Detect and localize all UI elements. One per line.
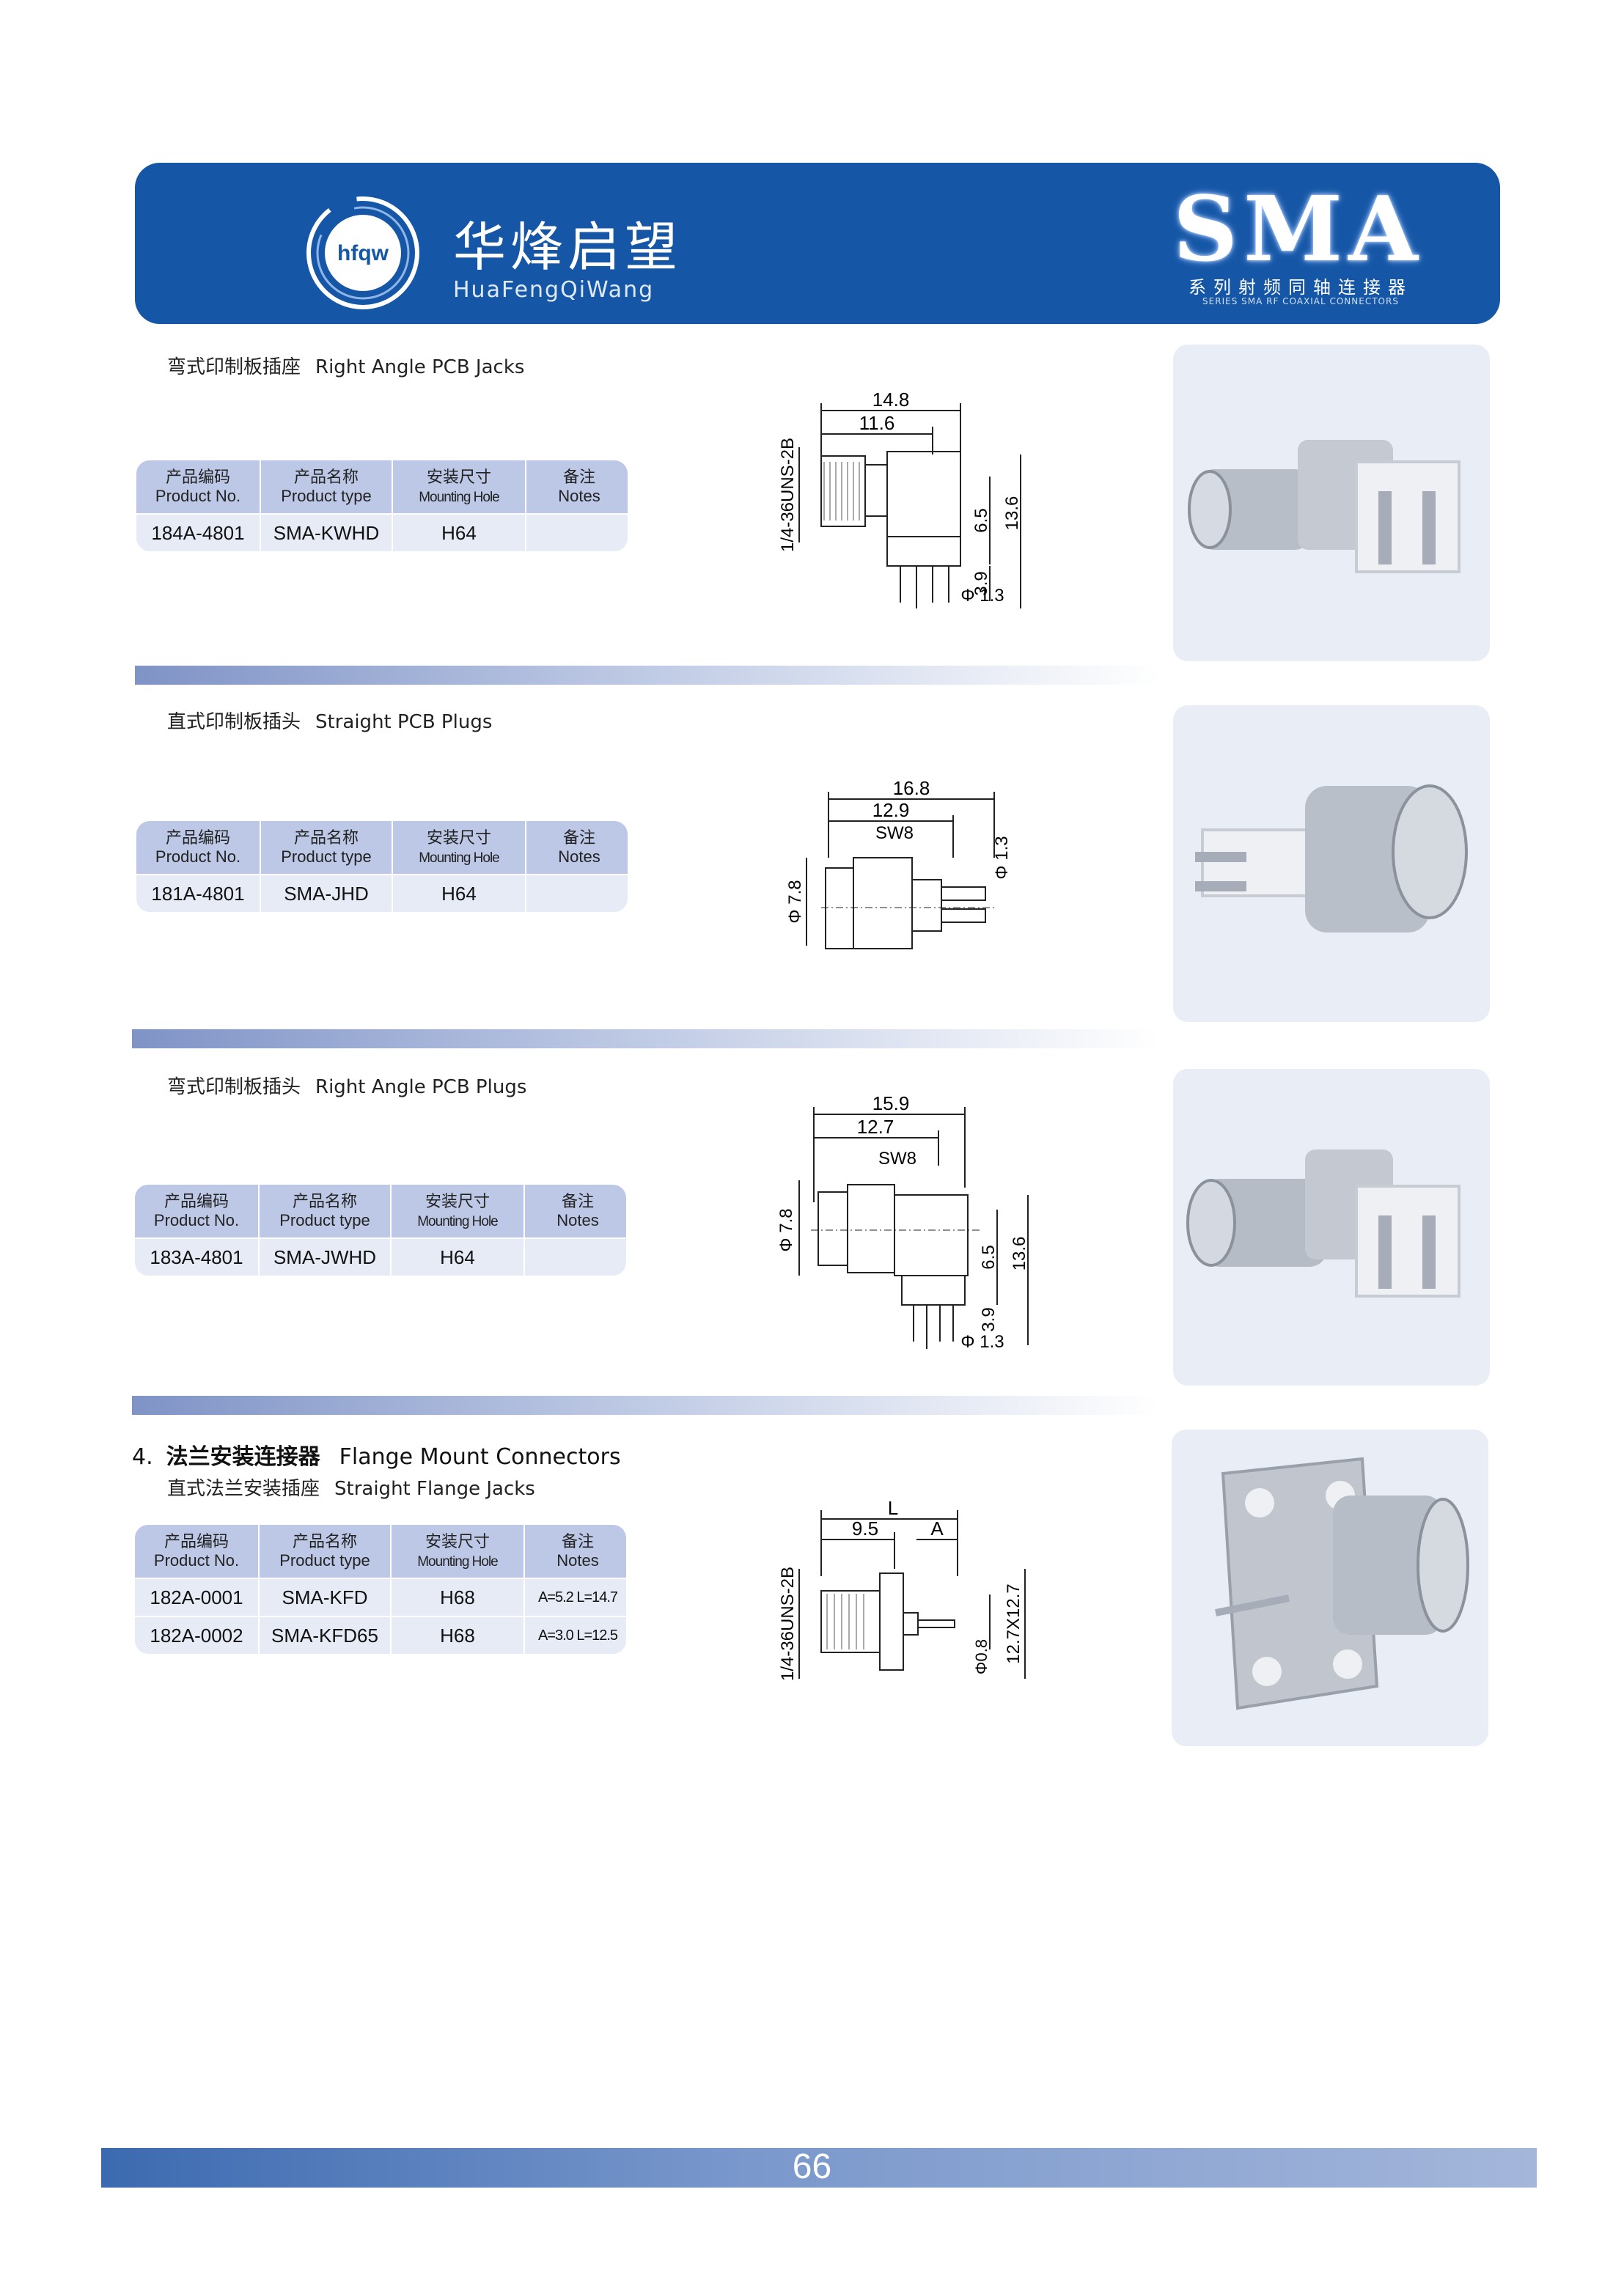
svg-text:16.8: 16.8 [893, 777, 930, 799]
dimension-drawing: 16.8 12.9 SW8 Φ 7.8 Φ 1.3 [785, 777, 1012, 949]
svg-text:Φ 1.3: Φ 1.3 [960, 1332, 1004, 1352]
svg-text:3.9: 3.9 [971, 571, 991, 595]
logo-text: hfqw [337, 241, 389, 265]
svg-text:SW8: SW8 [875, 823, 914, 843]
series-subtitle-cn: 系列射频同轴连接器 [1188, 277, 1413, 298]
svg-text:Φ 7.8: Φ 7.8 [785, 880, 805, 923]
company-logo: hfqw [306, 196, 419, 309]
svg-text:Φ 1.3: Φ 1.3 [992, 836, 1012, 879]
svg-text:1/4-36UNS-2B: 1/4-36UNS-2B [778, 438, 798, 552]
section-divider [132, 1029, 1158, 1048]
svg-text:9.5: 9.5 [852, 1518, 878, 1540]
section-divider [132, 1396, 1158, 1415]
product-photo [1173, 705, 1490, 1022]
series-title: SMA [1173, 176, 1424, 282]
section-title: 弯式印制板插座 Right Angle PCB Jacks [167, 352, 524, 379]
svg-text:12.7: 12.7 [857, 1116, 894, 1138]
table-row: 184A-4801 SMA-KWHD H64 [136, 513, 628, 551]
svg-text:15.9: 15.9 [872, 1092, 910, 1114]
dimension-drawing: 15.9 12.7 SW8 Φ 7.8 6.5 13.6 3.9 Φ 1.3 [776, 1092, 1029, 1352]
table-row: 183A-4801 SMA-JWHD H64 [135, 1237, 626, 1276]
svg-text:13.6: 13.6 [1002, 496, 1022, 531]
footer-bar [101, 2148, 1537, 2188]
brand-name-cn: 华烽启望 [453, 216, 683, 278]
table-row: 182A-0002 SMA-KFD65 H68 A=3.0 L=12.5 [135, 1616, 626, 1654]
svg-text:L: L [888, 1497, 898, 1519]
product-photo [1173, 1069, 1490, 1386]
svg-text:SW8: SW8 [878, 1149, 916, 1169]
svg-text:Φ 1.3: Φ 1.3 [960, 586, 1004, 606]
section-divider [135, 666, 1161, 685]
page-number: 66 [792, 2147, 832, 2186]
svg-text:13.6: 13.6 [1010, 1237, 1029, 1271]
brand-name-en: HuaFengQiWang [453, 277, 655, 303]
svg-text:Φ 7.8: Φ 7.8 [776, 1208, 796, 1251]
svg-text:A: A [930, 1518, 944, 1540]
section-title-cn: 弯式印制板插座 [167, 356, 301, 378]
svg-text:12.7X12.7: 12.7X12.7 [1004, 1583, 1024, 1663]
connector-illustration [1215, 1457, 1469, 1710]
series-subtitle-en: SERIES SMA RF COAXIAL CONNECTORS [1202, 296, 1399, 306]
svg-text:11.6: 11.6 [859, 412, 895, 434]
product-photo [1172, 1430, 1488, 1746]
svg-text:3.9: 3.9 [979, 1307, 999, 1331]
connector-illustration [1195, 784, 1468, 932]
table-row: 181A-4801 SMA-JHD H64 [136, 874, 628, 912]
dimension-drawing: 14.8 11.6 1/4-36UNS-2B 6.5 13.6 3.9 Φ 1.… [778, 389, 1022, 608]
product-photo [1173, 345, 1490, 661]
section-title-en: Right Angle PCB Jacks [315, 356, 525, 378]
svg-text:6.5: 6.5 [971, 508, 991, 532]
dimension-drawing: L 9.5 A 1/4-36UNS-2B Φ0.8 12.7X12.7 [778, 1497, 1026, 1681]
table-row: 182A-0001 SMA-KFD H68 A=5.2 L=14.7 [135, 1578, 626, 1616]
connector-illustration [1186, 1149, 1461, 1298]
connector-illustration [1188, 440, 1461, 573]
svg-text:14.8: 14.8 [872, 389, 910, 411]
svg-text:12.9: 12.9 [872, 799, 910, 821]
svg-text:6.5: 6.5 [979, 1245, 999, 1269]
svg-text:1/4-36UNS-2B: 1/4-36UNS-2B [778, 1567, 798, 1681]
svg-text:Φ0.8: Φ0.8 [972, 1639, 991, 1674]
